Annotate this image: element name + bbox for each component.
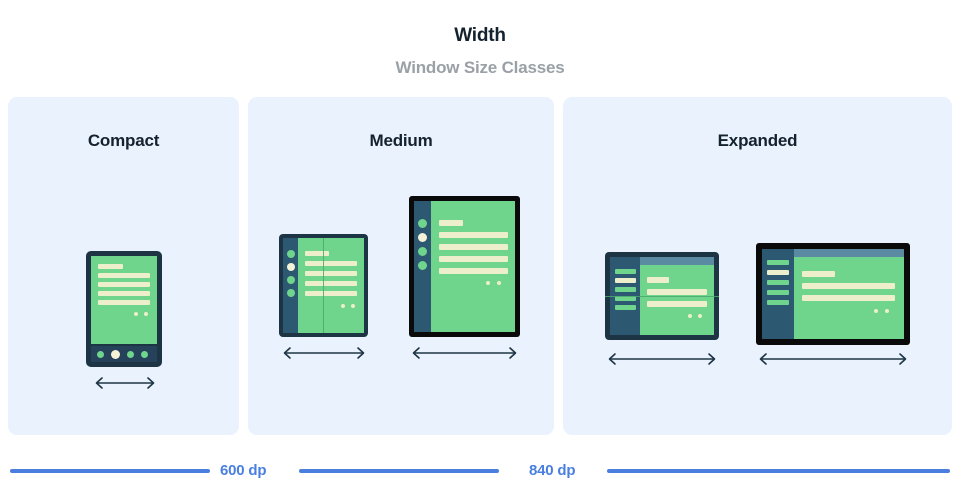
phone-bottom-nav-bar (91, 346, 157, 362)
tablet-screen (762, 249, 904, 339)
nav-rail-item[interactable] (418, 261, 427, 270)
nav-drawer-item[interactable] (615, 296, 636, 301)
panel-title-compact: Compact (87, 131, 160, 150)
nav-rail-item[interactable] (418, 219, 427, 228)
content-line (802, 283, 895, 289)
breakpoint-label-840: 840 dp (529, 462, 576, 479)
tablet-screen (414, 201, 515, 332)
width-arrow-tablet-landscape (756, 352, 910, 366)
content-dot (885, 309, 889, 313)
content-dot (874, 309, 878, 313)
breakpoint-line-left (10, 469, 210, 473)
content-dot (698, 314, 702, 318)
content-line (305, 271, 357, 276)
width-arrow-foldable-landscape (605, 352, 719, 366)
compact-stage (8, 172, 239, 435)
nav-drawer-item-selected[interactable] (767, 270, 789, 275)
expanded-stage (563, 172, 952, 435)
content-line (647, 289, 707, 295)
fold-crease-icon (605, 296, 719, 297)
device-foldable-unfolded-landscape (605, 252, 719, 340)
nav-rail-item[interactable] (287, 250, 295, 258)
nav-rail-item[interactable] (287, 276, 295, 284)
width-arrow-compact (92, 376, 158, 390)
content-dot (351, 304, 355, 308)
content-line (439, 232, 508, 238)
width-arrow-foldable-portrait (280, 346, 368, 360)
panel-medium: Medium (248, 97, 554, 435)
content-line (305, 281, 357, 286)
nav-rail (283, 238, 298, 333)
content-line (305, 251, 329, 256)
panel-compact: Compact (8, 97, 239, 435)
device-phone-portrait (86, 251, 162, 367)
content-line (98, 291, 150, 296)
content-line (98, 282, 150, 287)
nav-rail-item[interactable] (418, 247, 427, 256)
content-line (439, 256, 508, 262)
size-class-panels: Compact (0, 97, 960, 435)
content-line (305, 261, 357, 266)
breakpoint-rail: 600 dp 840 dp (0, 450, 960, 494)
breakpoint-label-600: 600 dp (220, 462, 267, 479)
device-tablet-portrait (409, 196, 520, 337)
nav-drawer-item[interactable] (767, 300, 789, 305)
content-dot (486, 281, 490, 285)
content-line (802, 295, 895, 301)
device-foldable-unfolded-portrait (279, 234, 368, 337)
content-line (439, 220, 463, 226)
content-line (439, 268, 508, 274)
bottom-nav-item-selected[interactable] (111, 350, 120, 359)
panel-expanded: Expanded (563, 97, 952, 435)
nav-drawer-item[interactable] (615, 287, 636, 292)
content-line (305, 291, 357, 296)
nav-drawer (762, 249, 794, 339)
page-subtitle: Window Size Classes (395, 58, 565, 77)
content-line (439, 244, 508, 250)
content-line (647, 277, 669, 283)
page-header: Width Window Size Classes (0, 0, 960, 92)
width-arrow-tablet-portrait (409, 346, 520, 360)
breakpoint-line-right (607, 469, 950, 473)
panel-title-medium: Medium (369, 131, 433, 150)
nav-drawer-item-selected[interactable] (615, 278, 636, 283)
content-line (98, 300, 150, 305)
nav-rail (414, 201, 431, 332)
breakpoint-line-middle-left (299, 469, 499, 473)
foldable-screen (283, 238, 364, 333)
medium-stage (248, 172, 554, 435)
bottom-nav-item[interactable] (141, 351, 148, 358)
content-dot (134, 312, 138, 316)
page-title: Width (454, 25, 506, 46)
nav-rail-item-selected[interactable] (287, 263, 295, 271)
nav-drawer-item[interactable] (767, 280, 789, 285)
nav-drawer-item[interactable] (615, 305, 636, 310)
nav-drawer-item[interactable] (767, 290, 789, 295)
content-line (98, 264, 123, 269)
bottom-nav-item[interactable] (127, 351, 134, 358)
content-dot (144, 312, 148, 316)
content-dot (688, 314, 692, 318)
device-tablet-landscape (756, 243, 910, 345)
top-app-bar (640, 257, 714, 265)
nav-rail-item[interactable] (287, 289, 295, 297)
nav-rail-item-selected[interactable] (418, 233, 427, 242)
content-line (647, 301, 707, 307)
content-dot (497, 281, 501, 285)
bottom-nav-item[interactable] (97, 351, 104, 358)
content-line (802, 271, 835, 277)
panel-title-expanded: Expanded (717, 131, 798, 150)
nav-drawer-item[interactable] (615, 269, 636, 274)
top-app-bar (794, 249, 904, 257)
nav-drawer-item[interactable] (767, 260, 789, 265)
fold-crease-icon (323, 238, 324, 333)
phone-screen (91, 256, 157, 344)
content-dot (341, 304, 345, 308)
content-line (98, 273, 150, 278)
